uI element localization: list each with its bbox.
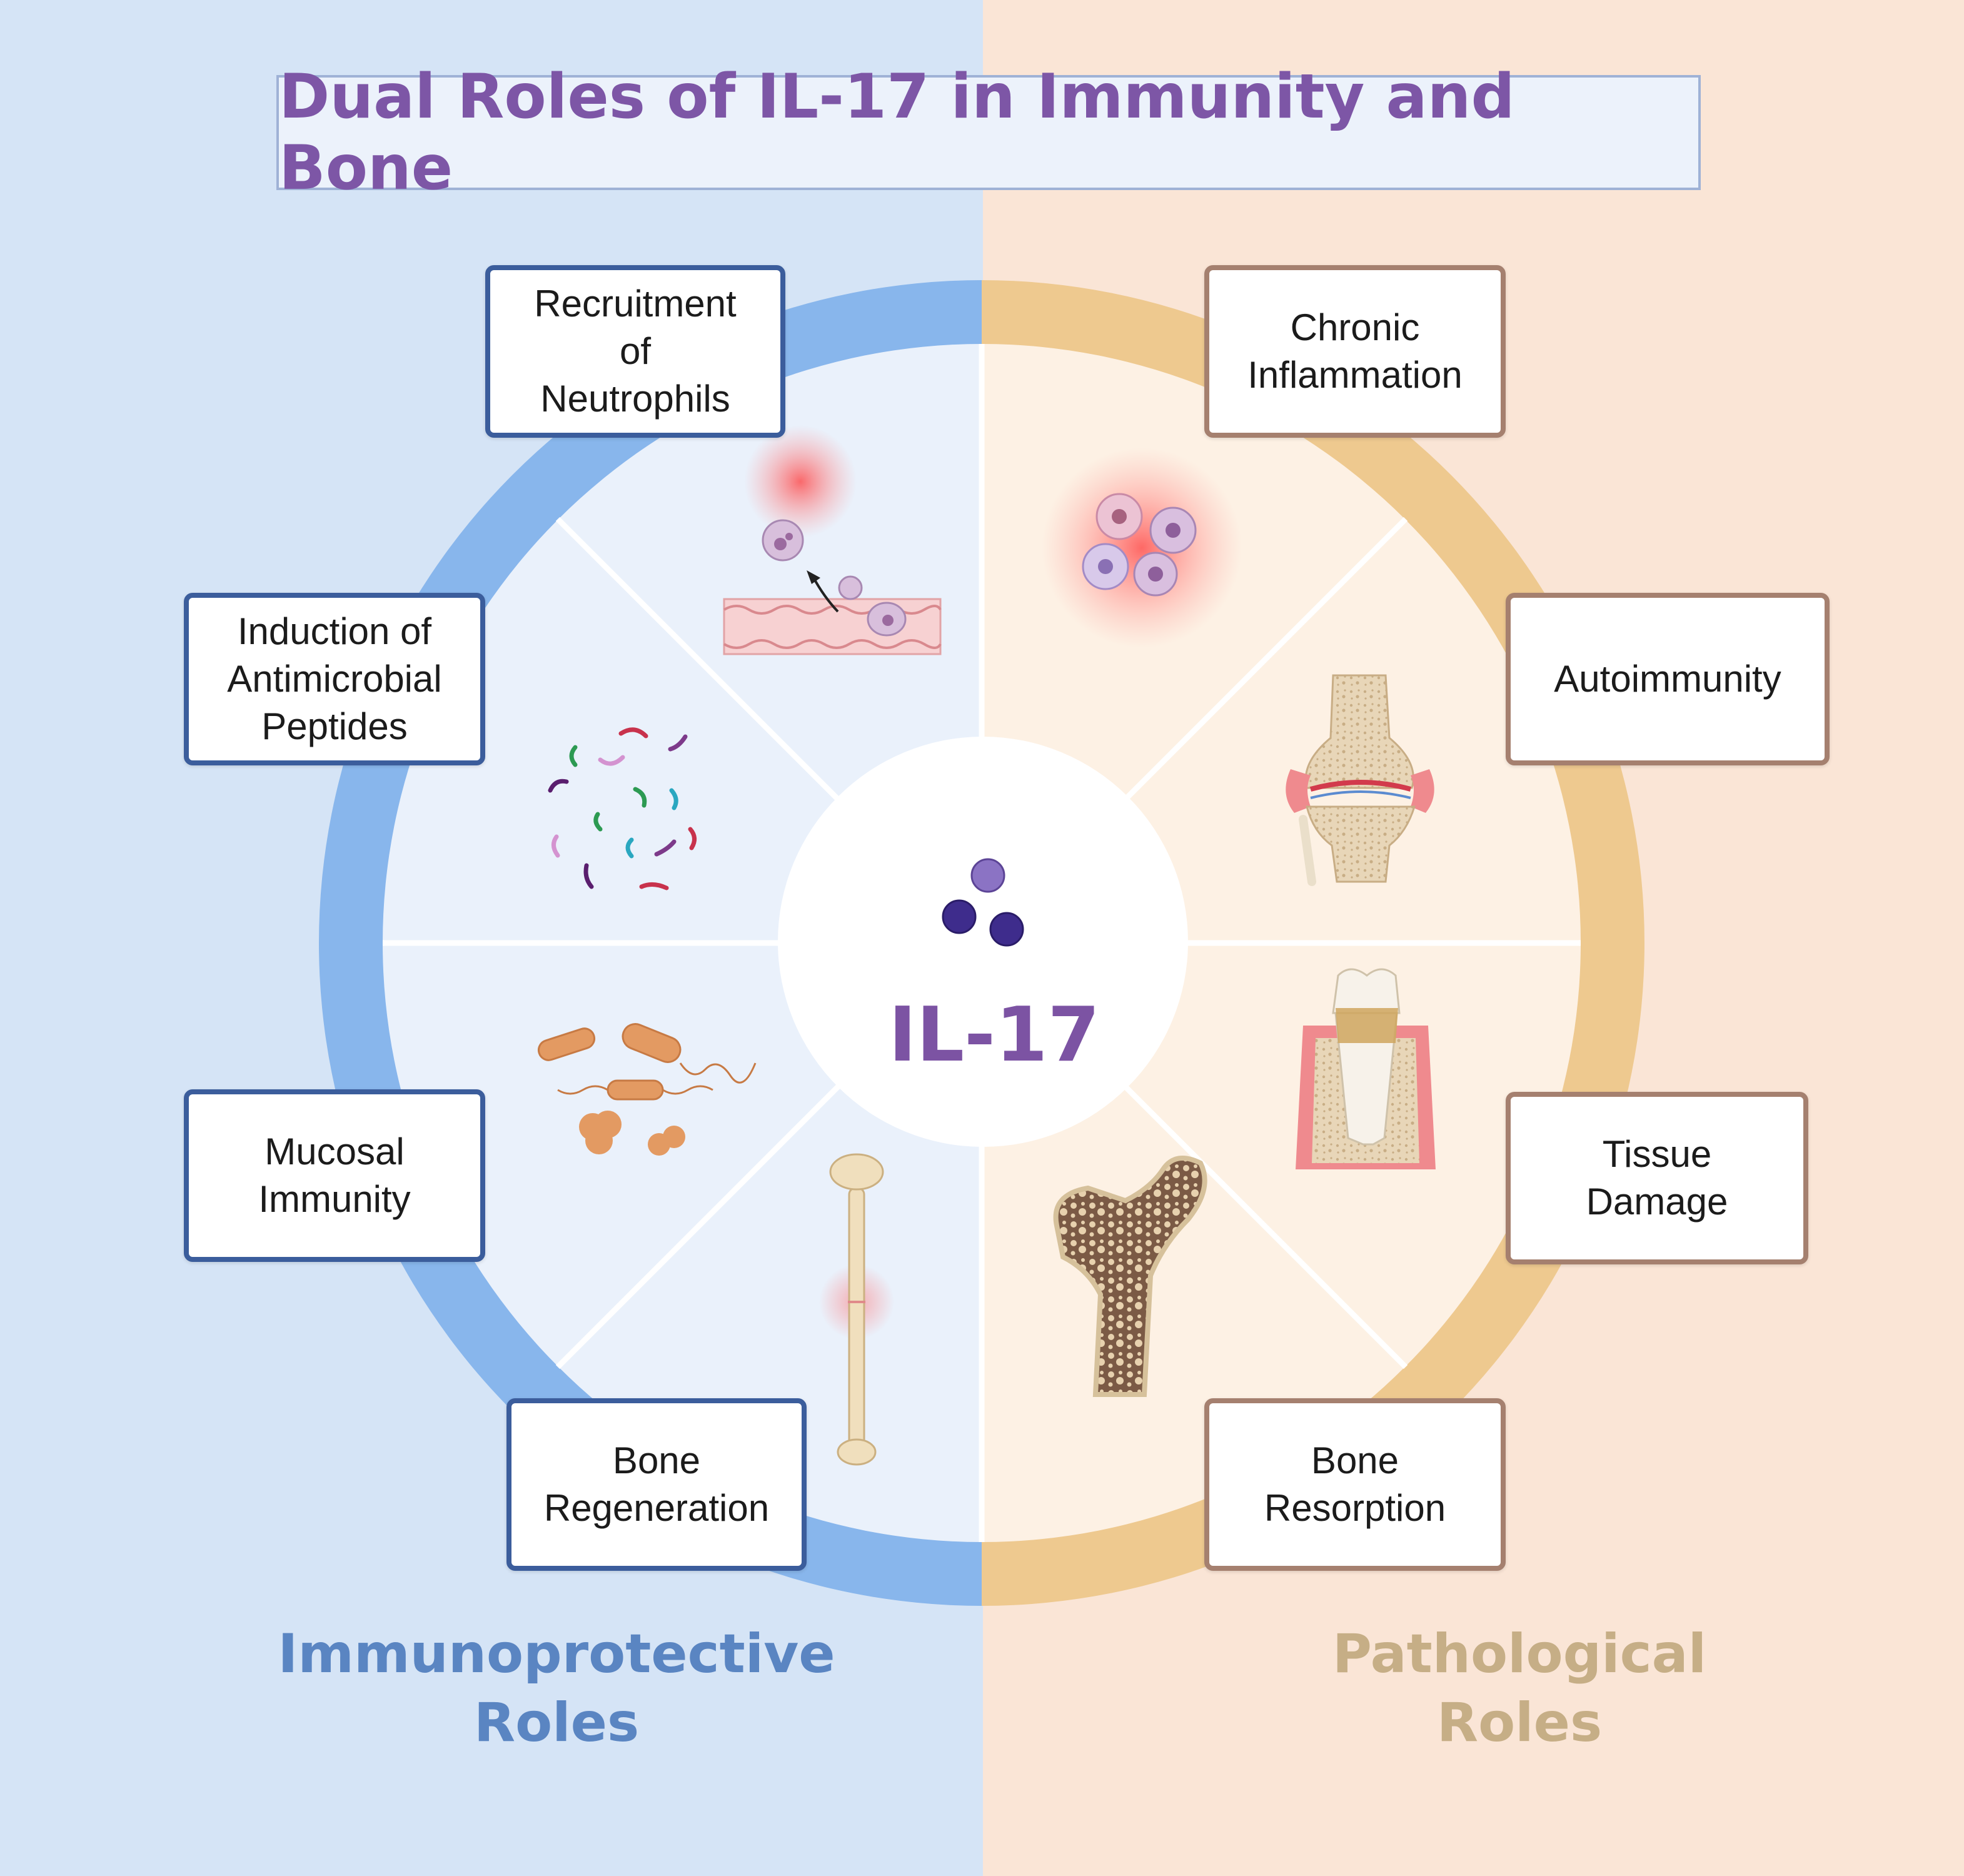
role-mucosal-immunity: Mucosal Immunity (184, 1089, 485, 1262)
damaged-tooth-icon (1296, 968, 1436, 1169)
il17-label: IL-17 (889, 991, 1100, 1079)
long-bone-icon (819, 1153, 894, 1466)
role-bone-resorption: Bone Resorption (1204, 1398, 1506, 1571)
diagram-title: Dual Roles of IL-17 in Immunity and Bone (279, 61, 1515, 204)
center-disk (778, 737, 1188, 1147)
role-tissue-damage: Tissue Damage (1506, 1092, 1808, 1264)
role-induction-of-antimicrobial-peptides: Induction of Antimicrobial Peptides (184, 593, 485, 765)
arthritic-knee-joint-icon (1286, 674, 1434, 886)
role-bone-regeneration: Bone Regeneration (506, 1398, 807, 1571)
pathological-roles-label: Pathological Roles (1332, 1623, 1707, 1754)
title-box: Dual Roles of IL-17 in Immunity and Bone (276, 61, 1701, 204)
bacteria-icon (537, 1023, 757, 1156)
il17-molecule-icon (942, 858, 1024, 947)
neutrophil-recruitment-icon (723, 425, 942, 655)
inflammation-cells-icon (1042, 448, 1242, 648)
role-chronic-inflammation: Chronic Inflammation (1204, 265, 1506, 438)
immunoprotective-roles-label: Immunoprotective Roles (278, 1623, 835, 1754)
antimicrobial-peptides-icon (548, 727, 697, 890)
role-autoimmunity: Autoimmunity (1506, 593, 1830, 765)
femur-bone-icon (1053, 1156, 1207, 1397)
role-recruitment-of-neutrophils: Recruitment of Neutrophils (485, 265, 785, 438)
